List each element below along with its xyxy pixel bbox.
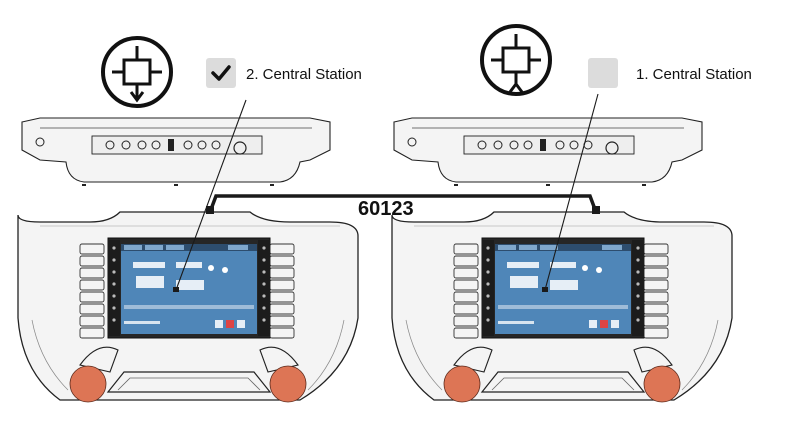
device-rear-left xyxy=(21,117,331,187)
connection-symbol-icon xyxy=(480,24,552,96)
central-station-1-checkbox[interactable] xyxy=(588,58,618,88)
leader-line-left xyxy=(175,99,247,291)
cable-part-number: 60123 xyxy=(358,198,414,220)
control-station-left xyxy=(18,212,358,402)
control-station-right xyxy=(392,212,732,402)
touch-point-right xyxy=(542,287,548,292)
connection-cable xyxy=(208,194,598,213)
connection-symbol-icon xyxy=(101,36,173,108)
checkmark-icon xyxy=(211,65,231,81)
cable-plug-left xyxy=(206,206,214,214)
touch-point-left xyxy=(173,287,179,292)
cable-plug-right xyxy=(592,206,600,214)
central-station-2-label: 2. Central Station xyxy=(246,66,362,83)
central-station-1-label: 1. Central Station xyxy=(636,66,752,83)
device-rear-right xyxy=(393,117,703,187)
leader-line-right xyxy=(544,93,599,291)
central-station-2-checkbox[interactable] xyxy=(206,58,236,88)
